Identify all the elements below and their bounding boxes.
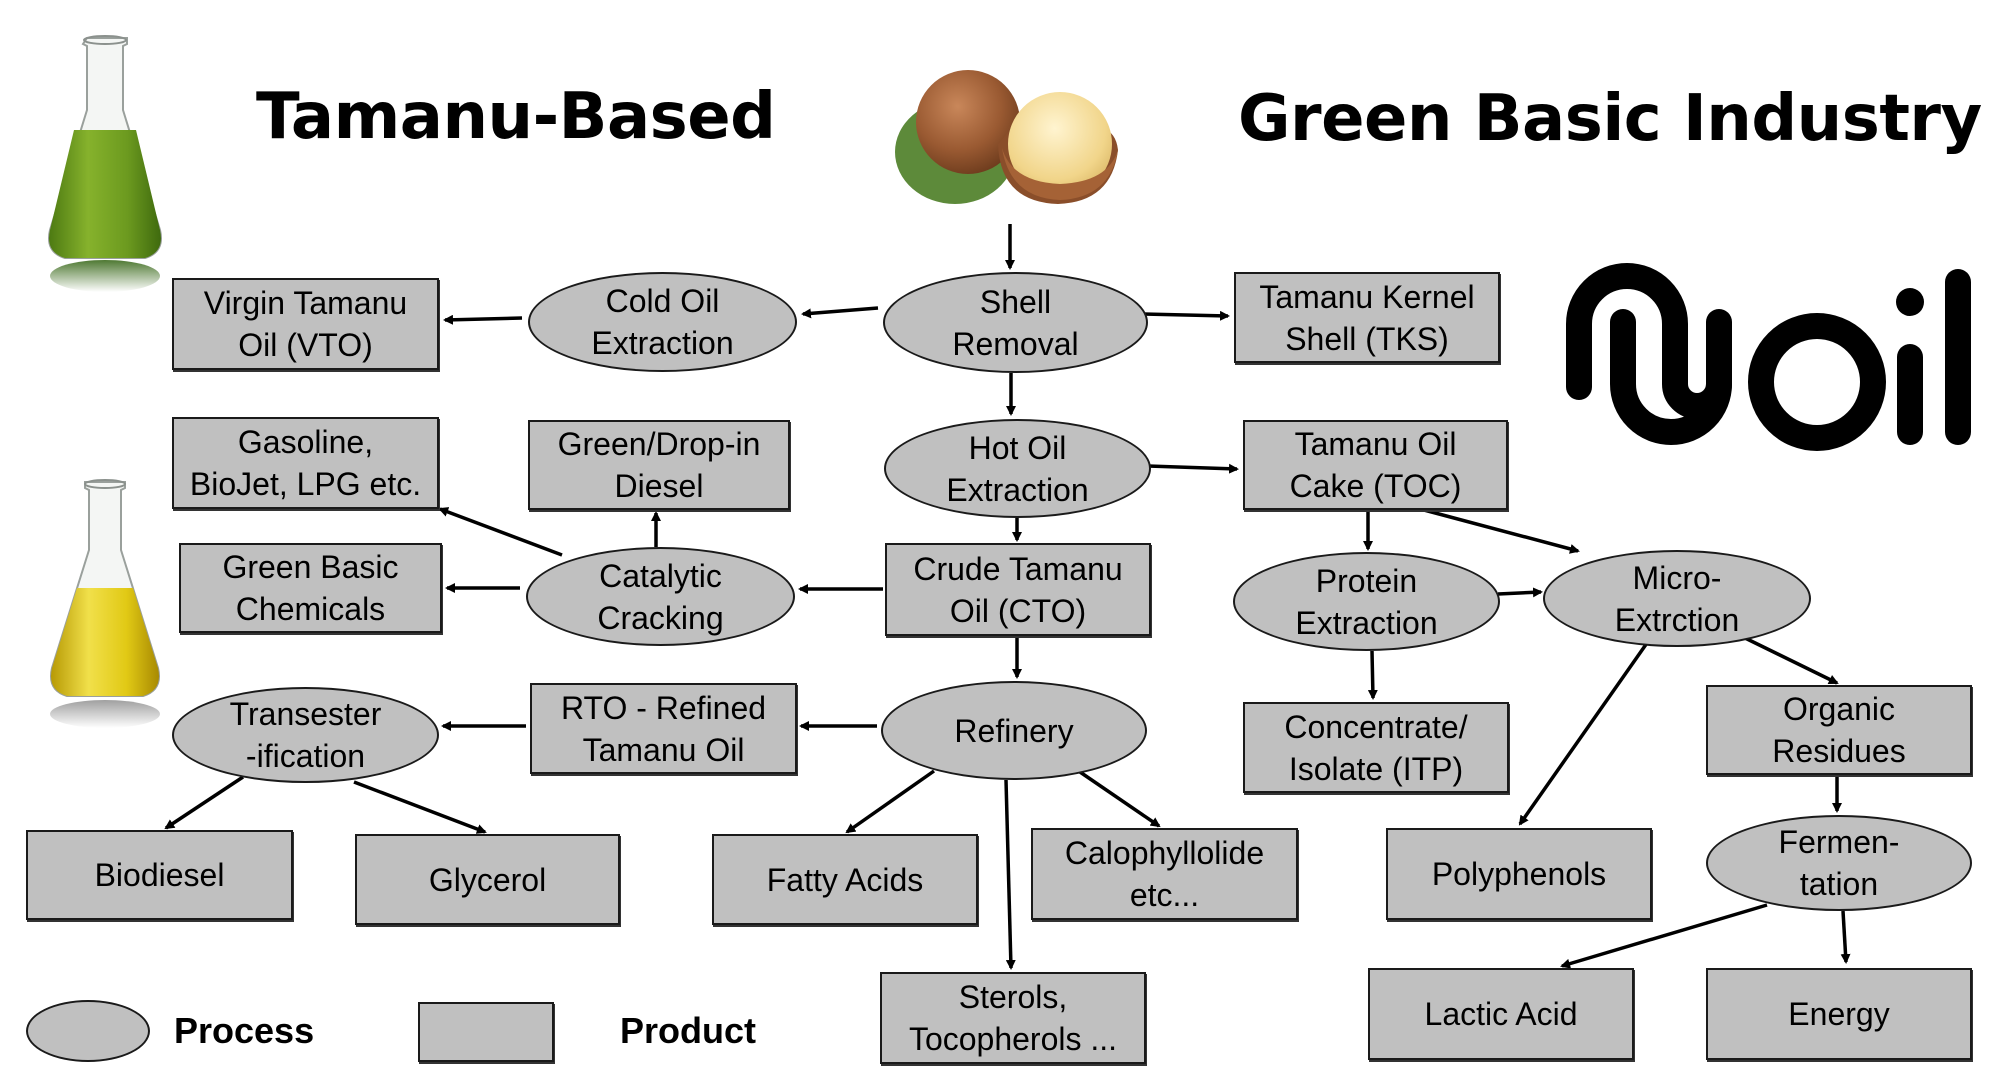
- arrow-refinery-to-sterols: [1004, 779, 1016, 970]
- yellow-oil-flask-icon: [50, 479, 160, 728]
- legend-process-label: Process: [174, 1010, 315, 1051]
- product-node-green-chemicals: Green Basic Chemicals: [179, 543, 442, 633]
- product-node-vto: Virgin Tamanu Oil (VTO): [172, 278, 439, 370]
- product-node-polyphenols: Polyphenols: [1386, 828, 1652, 920]
- legend-product-shape: [418, 1002, 554, 1062]
- product-node-toc: Tamanu Oil Cake (TOC): [1243, 420, 1508, 510]
- arrow-shell-removal-to-cold-oil-extraction: [801, 306, 879, 319]
- arrow-micro-extraction-to-polyphenols: [1518, 641, 1649, 826]
- product-node-gasoline: Gasoline, BioJet, LPG etc.: [172, 417, 439, 509]
- arrow-refinery-to-fatty-acids: [845, 769, 936, 834]
- process-node-hot-oil-extraction: Hot Oil Extraction: [884, 419, 1151, 518]
- arrow-transesterification-to-biodiesel: [164, 775, 244, 830]
- process-node-transesterification: Transester -ification: [172, 687, 439, 783]
- process-node-cold-oil-extraction: Cold Oil Extraction: [528, 272, 797, 372]
- product-node-biodiesel: Biodiesel: [26, 830, 293, 920]
- product-node-itp: Concentrate/ Isolate (ITP): [1243, 702, 1509, 793]
- legend-product-label: Product: [620, 1010, 757, 1051]
- product-node-fatty-acids: Fatty Acids: [712, 834, 978, 925]
- noil-logo: [1566, 263, 1971, 451]
- product-node-glycerol: Glycerol: [355, 834, 620, 925]
- tamanu-nut-icon: [895, 70, 1118, 204]
- product-node-organic-residues: Organic Residues: [1706, 685, 1972, 775]
- product-node-green-diesel: Green/Drop-in Diesel: [528, 420, 790, 510]
- title-right: Green Basic Industry: [1238, 82, 1982, 156]
- arrow-transesterification-to-glycerol: [353, 780, 487, 834]
- green-oil-flask-icon: [48, 35, 162, 292]
- arrow-protein-extraction-to-micro-extraction: [1497, 587, 1543, 598]
- product-node-tks: Tamanu Kernel Shell (TKS): [1234, 272, 1500, 363]
- legend-process-shape: [26, 1000, 150, 1062]
- arrow-catalytic-cracking-to-gasoline: [438, 507, 563, 557]
- arrow-hot-oil-extraction-to-toc: [1147, 463, 1239, 474]
- title-left: Tamanu-Based: [256, 80, 776, 154]
- arrow-fermentation-to-energy: [1840, 910, 1851, 964]
- arrow-toc-to-micro-extraction: [1423, 508, 1580, 554]
- arrow-refinery-to-calophyllolide: [1079, 770, 1161, 828]
- arrow-shell-removal-to-tks: [1141, 310, 1230, 321]
- arrow-micro-extraction-to-organic-residues: [1742, 635, 1839, 685]
- product-node-rto: RTO - Refined Tamanu Oil: [530, 683, 797, 774]
- process-node-micro-extraction: Micro- Extrction: [1543, 550, 1811, 647]
- product-node-cto: Crude Tamanu Oil (CTO): [885, 543, 1151, 636]
- arrow-cold-oil-extraction-to-vto: [443, 314, 523, 325]
- arrow-protein-extraction-to-itp: [1367, 650, 1378, 700]
- product-node-calophyllolide: Calophyllolide etc...: [1031, 828, 1298, 920]
- process-node-fermentation: Fermen- tation: [1706, 815, 1972, 911]
- product-node-energy: Energy: [1706, 968, 1972, 1060]
- process-node-protein-extraction: Protein Extraction: [1233, 552, 1500, 651]
- product-node-sterols: Sterols, Tocopherols ...: [880, 972, 1146, 1064]
- product-node-lactic-acid: Lactic Acid: [1368, 968, 1634, 1060]
- process-node-shell-removal: Shell Removal: [883, 272, 1148, 373]
- process-node-refinery: Refinery: [881, 681, 1147, 780]
- process-node-catalytic-cracking: Catalytic Cracking: [526, 547, 795, 646]
